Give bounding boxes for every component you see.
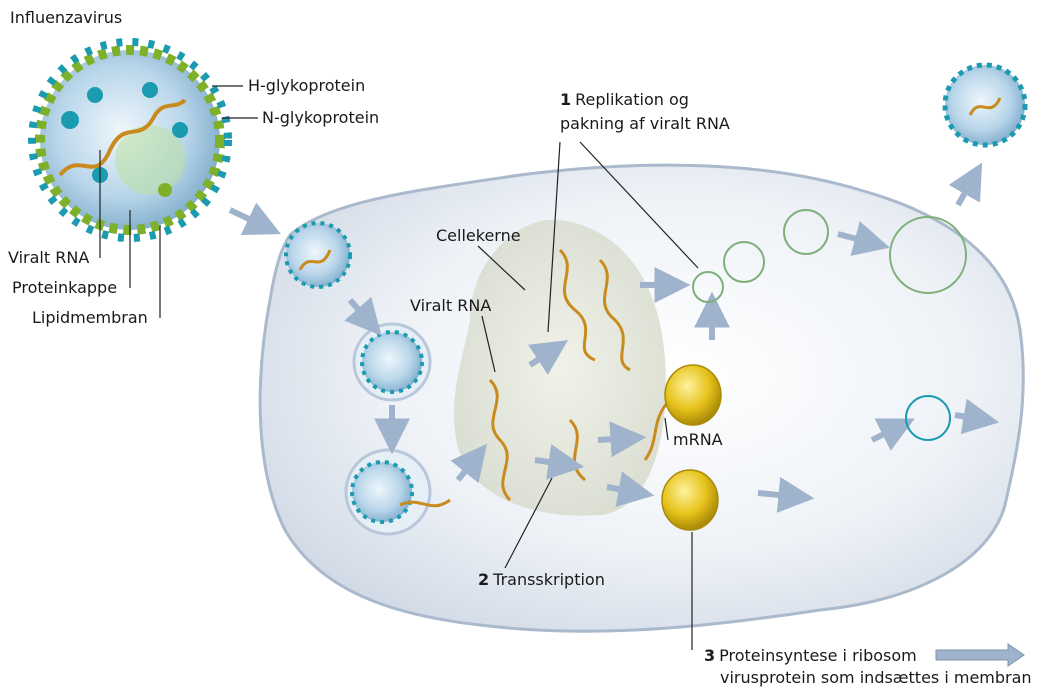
ribosome-upper [664, 364, 722, 426]
endocytosis-stage-1 [284, 221, 352, 289]
step-leader-lines [477, 141, 699, 650]
step-3-line1: Proteinsyntese i ribosom [719, 646, 917, 665]
budding-virus [942, 62, 1028, 148]
step-3-number: 3 [704, 646, 716, 665]
label-viral-rna: Viralt RNA [8, 248, 90, 267]
label-mrna: mRNA [673, 430, 723, 449]
influenza-virus [28, 38, 232, 242]
label-nucleus: Cellekerne [436, 226, 521, 245]
label-n-glycoprotein: N-glykoprotein [262, 108, 380, 127]
label-protein-coat: Proteinkappe [12, 278, 118, 297]
viral-rna-strands [488, 248, 672, 502]
legend-arrow [935, 643, 1025, 667]
label-h-glycoprotein: H-glykoprotein [248, 76, 366, 95]
endocytosis-stage-2 [352, 322, 432, 402]
step-2-number: 2 [478, 570, 490, 589]
step-1-line1: Replikation og [575, 90, 689, 109]
ribosome-lower [661, 469, 719, 531]
step-1-line2: pakning af viralt RNA [560, 114, 730, 133]
label-lipid-membrane: Lipidmembran [32, 308, 148, 327]
step-1-number: 1 [560, 90, 572, 109]
label-nucleus-viral-rna: Viralt RNA [410, 296, 492, 315]
step-2-line1: Transskription [493, 570, 605, 589]
process-arrows [228, 162, 1000, 513]
virus-title: Influenzavirus [10, 8, 123, 27]
vesicles [692, 209, 967, 441]
legend-arrow-text: virusprotein som indsættes i membran [720, 668, 1032, 687]
virus-leader-lines [99, 85, 258, 318]
